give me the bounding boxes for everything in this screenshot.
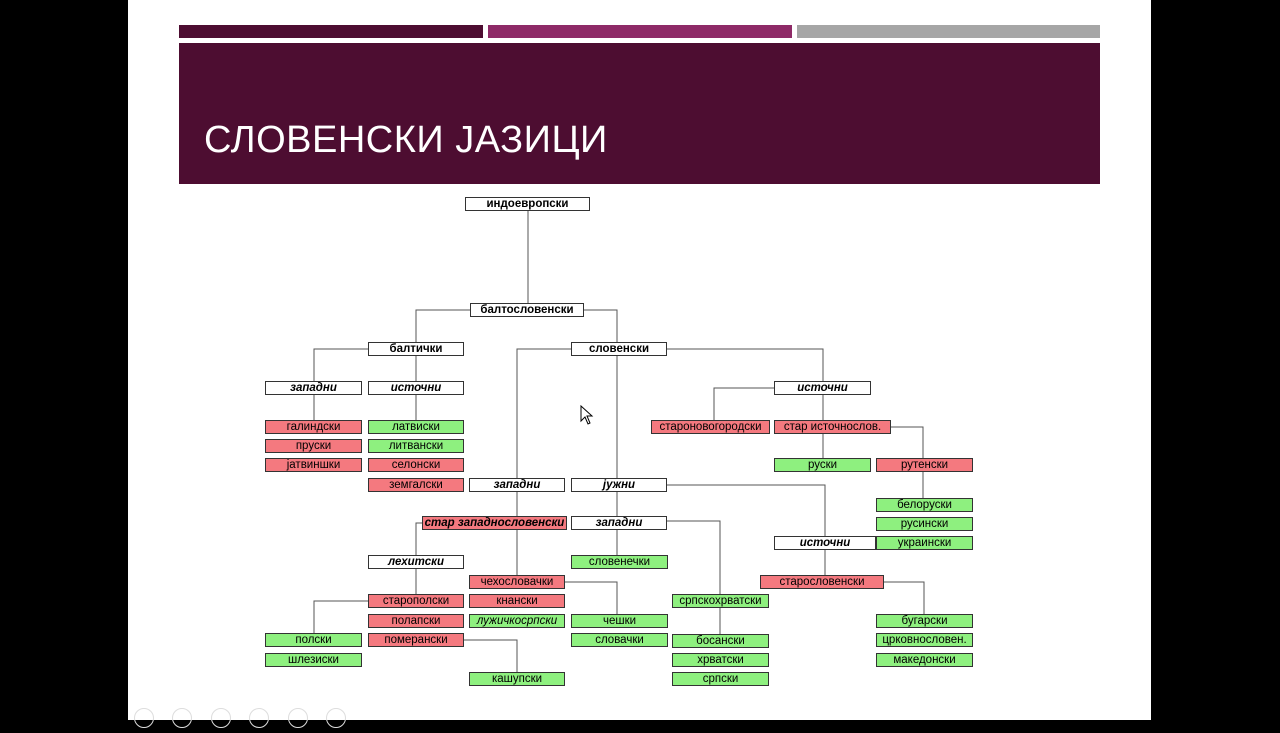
node-staropolski: старополски [368,594,464,608]
slides-icon[interactable] [249,708,270,728]
title-banner [179,43,1100,184]
previous-icon[interactable] [134,708,154,728]
pen-icon[interactable] [210,708,231,728]
node-zemgalski: земгалски [368,478,464,492]
node-pomeranski: померански [368,633,464,647]
node-jatvinshki: јатвиншки [265,458,362,472]
node-selonski: селонски [368,458,464,472]
node-litvanski: литвански [368,439,464,453]
accent-bar-2 [488,25,792,38]
zoom-icon[interactable] [287,708,308,728]
node-slovachki: словачки [571,633,668,647]
node-bugarski: бугарски [876,614,973,628]
accent-bar-1 [179,25,483,38]
node-srpski: српски [672,672,769,686]
node-hrvatski: хрватски [672,653,769,667]
node-star-zapadnoslovenski: стар западнословенски [422,516,567,530]
node-juzhni-istochni: источни [774,536,876,550]
node-baltic-istochni: источни [368,381,464,395]
node-rusinski: русински [876,517,973,531]
node-polski: полски [265,633,362,647]
accent-bar-3 [797,25,1100,38]
node-shlezicki: шлезиски [265,653,362,667]
node-staroslovenski: старословенски [760,575,884,589]
node-ukrainski: украински [876,536,973,550]
slide-title: СЛОВЕНСКИ ЈАЗИЦИ [204,119,608,161]
mouse-cursor-icon [580,405,594,425]
node-lehitski: лехитски [368,555,464,569]
next-icon[interactable] [172,708,193,728]
node-galindski: галиндски [265,420,362,434]
node-srpskohrvatski: српскохрватски [672,594,769,608]
node-polapski: полапски [368,614,464,628]
node-slav-istochni: источни [774,381,871,395]
node-baltichki: балтички [368,342,464,356]
node-cheshki: чешки [571,614,668,628]
node-slav-zapadni: западни [469,478,565,492]
node-staronovgorodski: староновогородски [651,420,770,434]
node-pruski: пруски [265,439,362,453]
node-baltoslovenski: балтословенски [470,303,584,317]
node-star-istochnoslov: стар источнослов. [774,420,891,434]
node-rutenski: рутенски [876,458,973,472]
node-juzhni: јужни [571,478,667,492]
more-icon[interactable] [326,708,347,728]
node-beloruski: белоруски [876,498,973,512]
node-juzhni-zapadni: западни [571,516,667,530]
node-luzhichkosrpski: лужичкосрпски [469,614,565,628]
node-indoevropski: индоевропски [465,197,590,211]
node-latviski: латвиски [368,420,464,434]
node-knanski: кнански [469,594,565,608]
node-bosanski: босански [672,634,769,648]
node-chehoslovachki: чехословачки [469,575,565,589]
node-slovenechki: словенечки [571,555,668,569]
node-baltic-zapadni: западни [265,381,362,395]
node-ruski: руски [774,458,871,472]
node-crkovnosloven: црковнословен. [876,633,973,647]
node-kashupski: кашупски [469,672,565,686]
node-makedonski: македонски [876,653,973,667]
node-slovenski: словенски [571,342,667,356]
